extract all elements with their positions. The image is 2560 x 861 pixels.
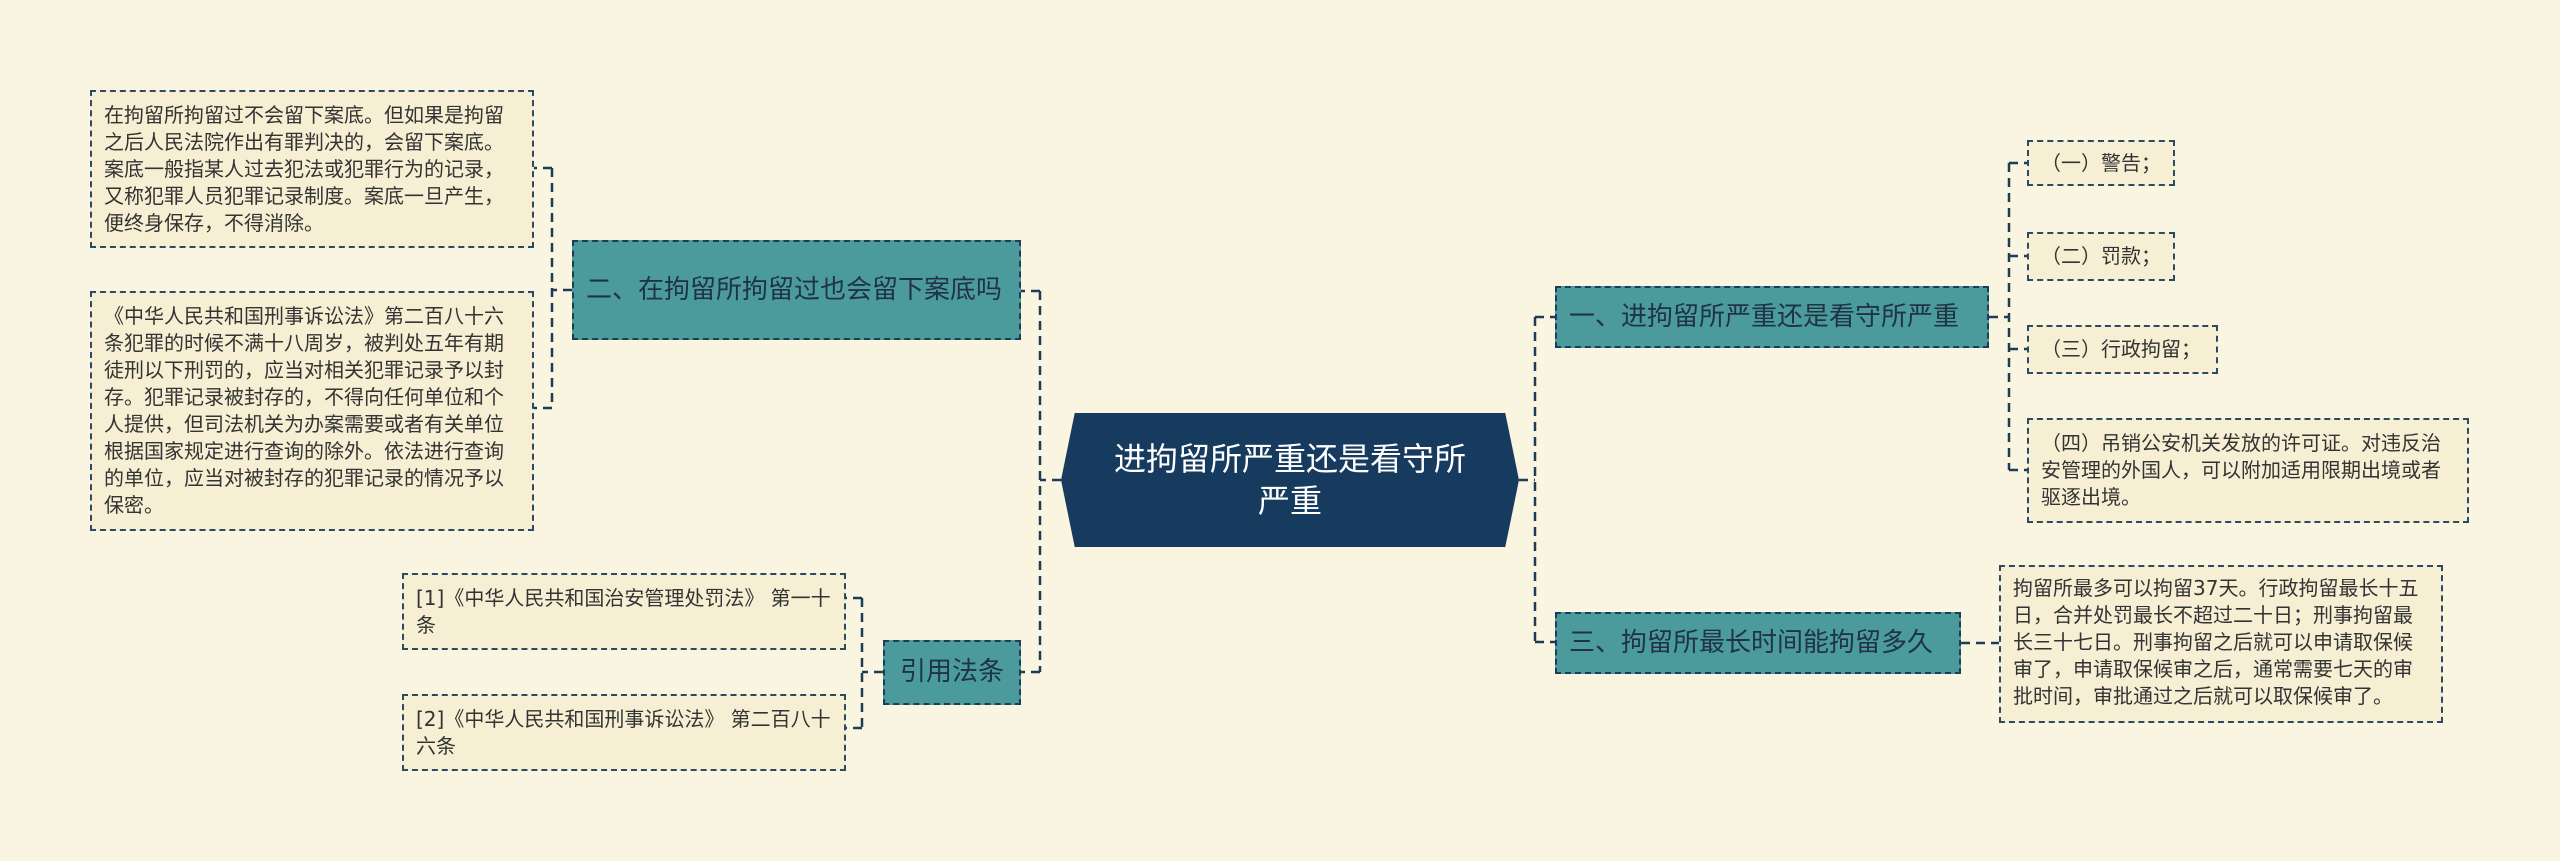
topic-max-detention[interactable]: 三、拘留所最长时间能拘留多久 bbox=[1555, 612, 1961, 674]
leaf-text: 在拘留所拘留过不会留下案底。但如果是拘留之后人民法院作出有罪判决的，会留下案底。… bbox=[104, 103, 504, 235]
topic-which-is-serious[interactable]: 一、进拘留所严重还是看守所严重 bbox=[1555, 286, 1989, 348]
leaf-node[interactable]: （二）罚款； bbox=[2027, 232, 2175, 281]
topic-criminal-record[interactable]: 二、在拘留所拘留过也会留下案底吗 bbox=[572, 240, 1021, 340]
leaf-text: （四）吊销公安机关发放的许可证。对违反治安管理的外国人，可以附加适用限期出境或者… bbox=[2041, 431, 2441, 509]
reference-text: [2]《中华人民共和国刑事诉讼法》 第二百八十六条 bbox=[416, 707, 831, 758]
topic-label: 引用法条 bbox=[899, 657, 1004, 687]
topic-label: 二、在拘留所拘留过也会留下案底吗 bbox=[586, 274, 1003, 305]
leaf-node[interactable]: （三）行政拘留； bbox=[2027, 325, 2218, 374]
leaf-text: 《中华人民共和国刑事诉讼法》第二百八十六条犯罪的时候不满十八周岁，被判处五年有期… bbox=[104, 304, 504, 517]
topic-label: 三、拘留所最长时间能拘留多久 bbox=[1569, 627, 1934, 658]
leaf-text: （三）行政拘留； bbox=[2041, 337, 2201, 361]
leaf-node[interactable]: （四）吊销公安机关发放的许可证。对违反治安管理的外国人，可以附加适用限期出境或者… bbox=[2027, 418, 2469, 523]
reference-item[interactable]: [1]《中华人民共和国治安管理处罚法》 第一十条 bbox=[402, 573, 846, 650]
topic-cited-laws[interactable]: 引用法条 bbox=[883, 640, 1021, 705]
central-topic-label: 进拘留所严重还是看守所严重 bbox=[1113, 440, 1466, 520]
leaf-node[interactable]: （一）警告； bbox=[2027, 140, 2175, 186]
leaf-node[interactable]: 在拘留所拘留过不会留下案底。但如果是拘留之后人民法院作出有罪判决的，会留下案底。… bbox=[90, 90, 534, 248]
topic-label: 一、进拘留所严重还是看守所严重 bbox=[1569, 301, 1960, 332]
leaf-node[interactable]: 《中华人民共和国刑事诉讼法》第二百八十六条犯罪的时候不满十八周岁，被判处五年有期… bbox=[90, 291, 534, 531]
leaf-node[interactable]: 拘留所最多可以拘留37天。行政拘留最长十五日，合并处罚最长不超过二十日；刑事拘留… bbox=[1999, 565, 2443, 723]
reference-text: [1]《中华人民共和国治安管理处罚法》 第一十条 bbox=[416, 586, 831, 637]
leaf-text: 拘留所最多可以拘留37天。行政拘留最长十五日，合并处罚最长不超过二十日；刑事拘留… bbox=[2013, 576, 2419, 708]
central-topic[interactable]: 进拘留所严重还是看守所严重 bbox=[1061, 413, 1519, 547]
leaf-text: （二）罚款； bbox=[2041, 244, 2161, 268]
reference-item[interactable]: [2]《中华人民共和国刑事诉讼法》 第二百八十六条 bbox=[402, 694, 846, 771]
leaf-text: （一）警告； bbox=[2041, 151, 2161, 175]
